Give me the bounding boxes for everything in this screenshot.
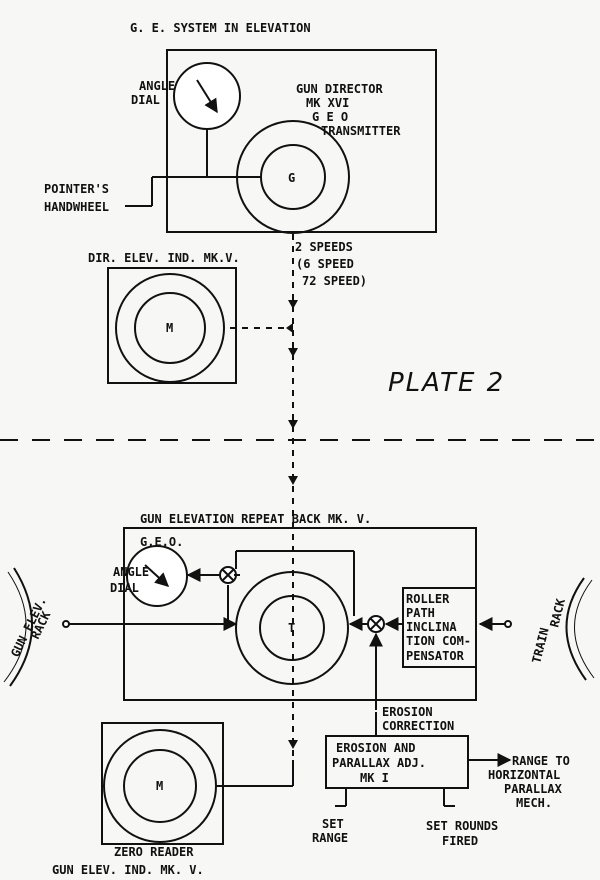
angle-dial-bottom-1: ANGLE xyxy=(113,565,149,579)
speeds-label-3: 72 SPEED) xyxy=(302,274,367,288)
erosion-box-2: PARALLAX ADJ. xyxy=(332,756,426,770)
roller-label-4: TION COM- xyxy=(406,634,471,648)
set-range-2: RANGE xyxy=(312,831,348,845)
footer-label: GUN ELEV. IND. MK. V. xyxy=(52,863,204,876)
range-to-1: RANGE TO xyxy=(512,754,570,768)
roller-label-1: ROLLER xyxy=(406,592,450,606)
handwheel-shaft xyxy=(125,129,262,207)
differential-top xyxy=(219,566,237,584)
m-symbol-top: M xyxy=(166,321,173,335)
range-to-4: MECH. xyxy=(516,796,552,810)
director-label-2: MK XVI xyxy=(306,96,349,110)
angle-dial-label-2: DIAL xyxy=(131,93,160,107)
t-symbol: T xyxy=(288,621,295,635)
set-range-1: SET xyxy=(322,817,344,831)
m-symbol-bottom: M xyxy=(156,779,163,793)
train-rack xyxy=(565,577,595,681)
speeds-label-1: 2 SPEEDS xyxy=(295,240,353,254)
roller-label-2: PATH xyxy=(406,606,435,620)
plate-label: PLATE 2 xyxy=(388,368,505,398)
angle-dial-label-1: ANGLE xyxy=(139,79,175,93)
angle-dial-top xyxy=(173,62,241,130)
set-rounds-1: SET ROUNDS xyxy=(426,819,498,833)
director-label-1: GUN DIRECTOR xyxy=(296,82,383,96)
diagram-title: G. E. SYSTEM IN ELEVATION xyxy=(130,21,311,35)
speeds-label-2: (6 SPEED xyxy=(296,257,354,271)
zero-reader-label: ZERO READER xyxy=(114,845,194,859)
erosion-box xyxy=(325,735,469,789)
set-rounds-2: FIRED xyxy=(442,834,478,848)
erosion-corr-1: EROSION xyxy=(382,705,433,719)
pointer-label-1: POINTER'S xyxy=(44,182,109,196)
signal-dashed-line xyxy=(230,234,294,760)
pointer-label-2: HANDWHEEL xyxy=(44,200,109,214)
angle-dial-bottom-2: DIAL xyxy=(110,581,139,595)
erosion-corr-2: CORRECTION xyxy=(382,719,454,733)
range-to-2: HORIZONTAL xyxy=(488,768,560,782)
train-rack-label-2: RACK xyxy=(547,597,568,629)
roller-label-5: PENSATOR xyxy=(406,649,465,663)
rack-pins xyxy=(62,620,512,628)
range-to-3: PARALLAX xyxy=(504,782,563,796)
director-label-4: TRANSMITTER xyxy=(321,124,401,138)
dir-elev-indicator xyxy=(107,267,237,384)
roller-path-box xyxy=(402,587,477,668)
erosion-box-3: MK I xyxy=(360,771,389,785)
erosion-output xyxy=(335,712,512,807)
dir-elev-label: DIR. ELEV. IND. MK.V. xyxy=(88,251,240,265)
repeat-back-label: GUN ELEVATION REPEAT BACK MK. V. xyxy=(140,512,371,526)
erosion-box-1: EROSION AND xyxy=(336,741,415,755)
differential-right xyxy=(367,615,385,633)
train-rack-label-1: TRAIN xyxy=(529,626,551,664)
bottom-shafts xyxy=(66,550,508,710)
g-symbol: G xyxy=(288,171,295,185)
signal-arrows xyxy=(286,300,298,749)
gun-elev-rack xyxy=(3,567,33,687)
director-label-3: G E O xyxy=(312,110,348,124)
geo-label: G.E.O. xyxy=(140,535,183,549)
roller-label-3: INCLINA xyxy=(406,620,457,634)
